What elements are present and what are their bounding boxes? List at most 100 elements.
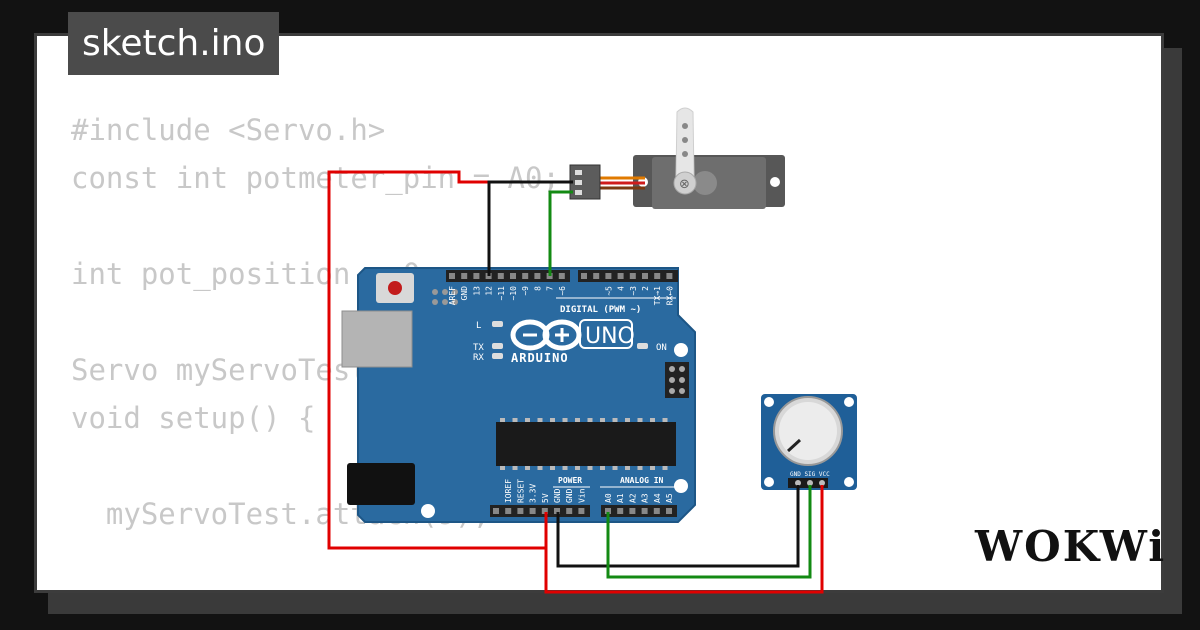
servo-motor[interactable]: ⊗ (569, 107, 785, 209)
chip-pin (625, 418, 630, 422)
pin-label: ~6 (558, 286, 567, 296)
header-pin[interactable] (541, 508, 548, 514)
pin-label: ~11 (497, 286, 506, 301)
header-pin[interactable] (654, 273, 661, 279)
chip-pin (575, 466, 580, 470)
board-name: ARDUINO (511, 351, 569, 365)
header-pin[interactable] (666, 273, 673, 279)
led-label-l: L (476, 321, 481, 331)
header-pin[interactable] (497, 273, 504, 279)
analog-pin-label: A0 (604, 493, 613, 503)
led-tx (492, 343, 503, 349)
header-pin[interactable] (554, 508, 560, 514)
header-pin[interactable] (505, 508, 512, 514)
atmega-chip (496, 422, 676, 466)
pin-label: TX→1 (653, 286, 662, 305)
header-pin[interactable] (629, 273, 636, 279)
header-pin[interactable] (493, 508, 499, 514)
pin-label: 7 (546, 286, 555, 291)
power-pin-label: 5V (541, 493, 550, 503)
header-pin[interactable] (534, 273, 541, 279)
chip-pin (512, 466, 518, 470)
chip-pin (612, 418, 618, 422)
analog-label: ANALOG IN (620, 476, 664, 485)
chip-pin (587, 466, 593, 470)
potentiometer[interactable]: GND SIG VCC (761, 394, 857, 490)
pin-label: RX←0 (665, 286, 674, 305)
pin-label: 12 (485, 286, 494, 296)
chip-pin (525, 418, 530, 422)
power-pin-label: Vin (577, 488, 586, 503)
pot-pin-labels: GND SIG VCC (790, 471, 830, 478)
wire-pot-ground (556, 485, 800, 568)
led-label-on: ON (656, 343, 667, 353)
led-l (492, 321, 503, 327)
header-pin[interactable] (461, 273, 468, 279)
header-pin[interactable] (641, 508, 648, 514)
header-pin[interactable] (593, 273, 600, 279)
header-pin[interactable] (617, 273, 624, 279)
header-pin[interactable] (522, 273, 529, 279)
analog-header (601, 505, 677, 517)
svg-text:⊗: ⊗ (679, 177, 690, 192)
board-model: UNO (585, 324, 635, 349)
power-header (490, 505, 590, 517)
header-pin[interactable] (605, 508, 611, 514)
analog-pin-label: A1 (616, 493, 625, 503)
code-line: const int potmeter_pin = A0; (71, 161, 560, 195)
pin-label: ~5 (604, 286, 613, 296)
servo-connector (569, 164, 601, 200)
power-pin-label: 3.3V (529, 484, 538, 503)
header-pin[interactable] (558, 273, 565, 279)
chip-pin (612, 466, 618, 470)
analog-pin-label: A3 (641, 493, 650, 503)
chip-pin (550, 418, 555, 422)
code-line: void setup() { (71, 401, 316, 435)
filename-tab[interactable]: sketch.ino (68, 12, 280, 75)
led-on (637, 343, 648, 349)
chip-pin (662, 418, 668, 422)
pin-label: ~3 (629, 286, 638, 296)
wire-pot-vcc (544, 485, 824, 594)
code-line: int pot_position = 0; (71, 257, 438, 291)
header-pin[interactable] (517, 508, 524, 514)
header-pin[interactable] (653, 508, 660, 514)
wires (327, 170, 824, 594)
chip-pin (500, 466, 505, 470)
header-pin[interactable] (617, 508, 624, 514)
header-pin[interactable] (581, 273, 587, 279)
wire-servo-ground (487, 180, 573, 276)
header-pin[interactable] (642, 273, 648, 279)
pin-label: 4 (617, 286, 626, 291)
power-pin-label: GND (565, 488, 574, 503)
header-pin[interactable] (578, 508, 585, 514)
header-pin[interactable] (510, 273, 516, 279)
chip-pin (537, 418, 543, 422)
chip-pin (500, 418, 505, 422)
led-label-rx: RX (473, 353, 484, 363)
digital-header-right (578, 270, 678, 282)
chip-pin (512, 418, 518, 422)
header-pin[interactable] (449, 273, 455, 279)
pin-label: ~9 (521, 286, 530, 296)
pin-label: 8 (533, 286, 542, 291)
digital-label: DIGITAL (PWM ~) (560, 305, 641, 315)
header-pin[interactable] (666, 508, 672, 514)
reset-button[interactable] (388, 281, 402, 295)
chip-pin (650, 418, 655, 422)
header-pin[interactable] (566, 508, 573, 514)
analog-pin-label: A2 (628, 493, 637, 503)
header-pin[interactable] (605, 273, 612, 279)
code-line: #include <Servo.h> (71, 113, 386, 147)
power-pin-label: GND (553, 488, 562, 503)
header-pin[interactable] (529, 508, 536, 514)
power-label: POWER (558, 476, 582, 485)
header-pin[interactable] (473, 273, 480, 279)
code-background: #include <Servo.h> const int potmeter_pin… (71, 106, 560, 590)
analog-pin-label: A4 (653, 493, 662, 503)
chip-pin (600, 418, 605, 422)
header-pin[interactable] (629, 508, 636, 514)
chip-pin (562, 418, 568, 422)
